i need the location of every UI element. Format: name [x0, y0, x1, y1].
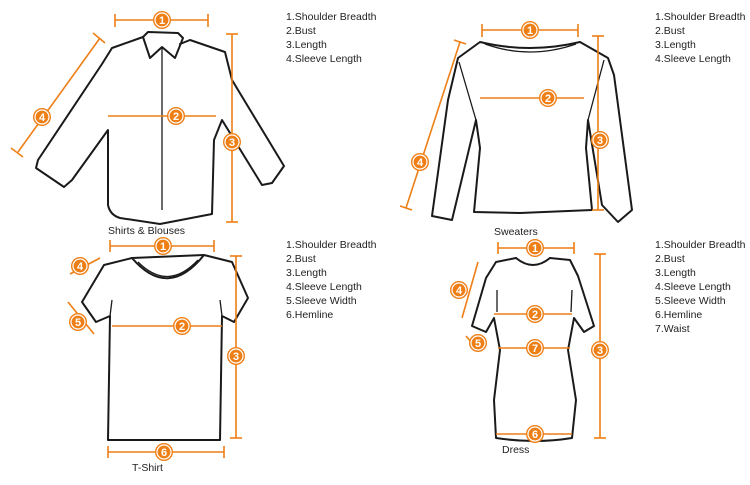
legend-item: 3.Length [286, 267, 327, 279]
badge-tshirt-2: 2 [173, 317, 191, 335]
dress-legend: 1.Shoulder Breadth 2.Bust 3.Length 4.Sle… [655, 238, 745, 336]
badge-tshirt-1: 1 [154, 237, 172, 255]
badge-dress-6: 6 [526, 425, 544, 443]
svg-text:1: 1 [160, 241, 166, 253]
legend-item: 2.Bust [655, 25, 685, 37]
svg-text:6: 6 [532, 429, 538, 441]
legend-item: 1.Shoulder Breadth [655, 11, 746, 23]
shirt-caption: Shirts & Blouses [108, 225, 186, 237]
legend-item: 1.Shoulder Breadth [286, 11, 377, 23]
badge-tshirt-5: 5 [69, 313, 87, 331]
tshirt-measurements [67, 240, 242, 458]
legend-item: 2.Bust [286, 25, 316, 37]
legend-item: 2.Bust [655, 253, 685, 265]
legend-item: 3.Length [655, 39, 696, 51]
svg-text:4: 4 [456, 285, 463, 297]
svg-text:4: 4 [39, 112, 46, 124]
shirt-legend: 1.Shoulder Breadth 2.Bust 3.Length 4.Sle… [286, 10, 376, 66]
badge-tshirt-4: 4 [71, 257, 89, 275]
svg-text:3: 3 [229, 137, 235, 149]
sweater-legend: 1.Shoulder Breadth 2.Bust 3.Length 4.Sle… [655, 10, 745, 66]
badge-dress-4: 4 [450, 281, 468, 299]
badge-tshirt-3: 3 [227, 347, 245, 365]
sweater-measurements [399, 24, 604, 211]
legend-item: 6.Hemline [655, 309, 703, 321]
svg-text:4: 4 [77, 261, 84, 273]
dress-caption: Dress [502, 444, 530, 456]
badge-dress-3: 3 [591, 341, 609, 359]
badge-tshirt-6: 6 [155, 443, 173, 461]
badge-sweater-3: 3 [591, 131, 609, 149]
legend-item: 4.Sleeve Length [655, 281, 731, 293]
legend-item: 3.Length [286, 39, 327, 51]
badge-dress-2: 2 [526, 305, 544, 323]
badge-sweater-2: 2 [539, 89, 557, 107]
shirt-outline [35, 31, 285, 225]
legend-item: 4.Sleeve Length [286, 53, 362, 65]
legend-item: 1.Shoulder Breadth [655, 239, 746, 251]
svg-text:1: 1 [527, 25, 533, 37]
svg-text:2: 2 [173, 111, 179, 123]
badge-sweater-4: 4 [411, 153, 429, 171]
sweater-outline [431, 41, 633, 223]
svg-text:3: 3 [233, 351, 239, 363]
sweater-caption: Sweaters [494, 226, 538, 238]
tshirt-caption: T-Shirt [132, 462, 163, 474]
svg-text:3: 3 [597, 135, 603, 147]
svg-text:5: 5 [75, 317, 81, 329]
svg-text:1: 1 [159, 15, 165, 27]
tshirt-outline [81, 254, 249, 441]
badge-dress-7: 7 [526, 339, 544, 357]
measurement-badges: 1 2 3 4 1 2 3 4 1 2 3 4 5 6 1 2 3 4 5 7 … [33, 11, 609, 461]
badge-dress-1: 1 [526, 239, 544, 257]
legend-item: 5.Sleeve Width [286, 295, 357, 307]
badge-shirt-2: 2 [167, 107, 185, 125]
svg-text:3: 3 [597, 345, 603, 357]
legend-item: 4.Sleeve Length [655, 53, 731, 65]
legend-item: 2.Bust [286, 253, 316, 265]
legend-item: 5.Sleeve Width [655, 295, 726, 307]
legend-item: 4.Sleeve Length [286, 281, 362, 293]
tshirt-legend: 1.Shoulder Breadth 2.Bust 3.Length 4.Sle… [286, 238, 376, 322]
svg-text:1: 1 [532, 243, 538, 255]
badge-shirt-4: 4 [33, 108, 51, 126]
svg-text:5: 5 [475, 338, 481, 350]
svg-text:4: 4 [417, 157, 424, 169]
legend-item: 3.Length [655, 267, 696, 279]
legend-item: 6.Hemline [286, 309, 334, 321]
svg-text:7: 7 [532, 343, 538, 355]
badge-sweater-1: 1 [521, 21, 539, 39]
badge-shirt-1: 1 [153, 11, 171, 29]
badge-dress-5: 5 [469, 334, 487, 352]
svg-text:6: 6 [161, 447, 167, 459]
badge-shirt-3: 3 [223, 133, 241, 151]
legend-item: 1.Shoulder Breadth [286, 239, 377, 251]
svg-text:2: 2 [179, 321, 185, 333]
shirt-measurements [10, 14, 238, 223]
legend-item: 7.Waist [655, 323, 690, 335]
svg-text:2: 2 [545, 93, 551, 105]
svg-text:2: 2 [532, 309, 538, 321]
